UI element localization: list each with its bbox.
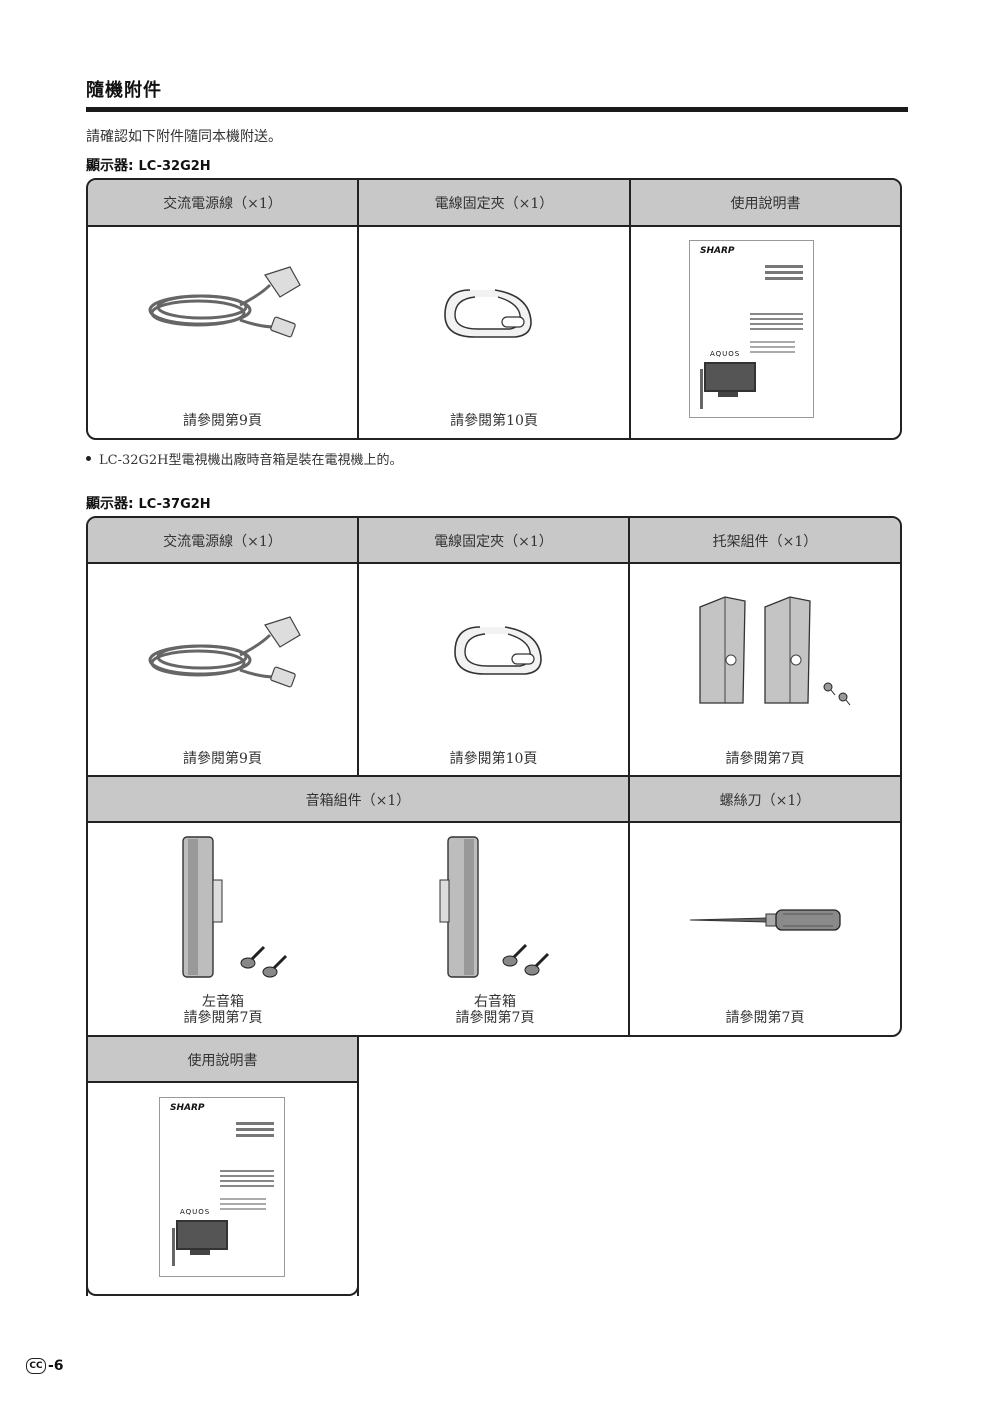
power-cord-icon [148, 616, 301, 688]
m1-header-manual: 使用說明書 [631, 180, 900, 226]
model-2-code: LC-37G2H [138, 497, 211, 512]
m2-col-divider-1 [357, 516, 359, 777]
cable-clamp-icon [454, 626, 542, 675]
m2-header-screwdriver: 螺絲刀（×1） [630, 777, 900, 822]
m2-header-speaker: 音箱組件（×1） [88, 777, 628, 822]
m1-manual-aquos: AQUOS [710, 350, 741, 358]
right-speaker-ref: 請參閱第7頁 [455, 1010, 535, 1026]
language-badge: CC [26, 1358, 46, 1374]
bracket-icon [699, 596, 851, 706]
bullet-icon [86, 456, 91, 461]
m2-row2-header-divider [86, 821, 902, 823]
model-2-label-prefix: 顯示器: [86, 496, 134, 512]
m2-row1-header-divider [86, 562, 902, 564]
m1-table-frame [86, 178, 902, 440]
m2-manual-brand: SHARP [170, 1103, 205, 1113]
left-speaker-icon [182, 836, 288, 978]
power-cord-icon [148, 266, 301, 338]
note-item: LC-32G2H型電視機出廠時音箱是裝在電視機上的。 [86, 449, 403, 468]
page-number: -6 [48, 1358, 64, 1374]
m1-ref-cable-clamp: 請參閱第10頁 [450, 413, 538, 429]
m1-header-cable-clamp: 電線固定夾（×1） [359, 180, 629, 226]
m2-manual-bottom-border [86, 1280, 359, 1296]
title-rule [86, 107, 908, 112]
m2-ref-power-cord: 請參閱第9頁 [183, 751, 262, 767]
m2-row-divider [86, 775, 902, 777]
model-1-label-prefix: 顯示器: [86, 158, 134, 174]
m1-manual-cover: SHARP AQUOS [689, 240, 814, 418]
m2-manual-header-divider [86, 1081, 359, 1083]
m1-manual-brand: SHARP [700, 246, 735, 256]
model-2-label: 顯示器: LC-37G2H [86, 493, 211, 513]
screwdriver-ref: 請參閱第7頁 [725, 1010, 805, 1026]
m2-ref-bracket: 請參閱第7頁 [725, 751, 805, 767]
page-footer: CC-6 [26, 1358, 64, 1374]
m2-ref-cable-clamp: 請參閱第10頁 [449, 751, 538, 767]
model-1-label: 顯示器: LC-32G2H [86, 155, 211, 175]
m2-header-bracket: 托架組件（×1） [630, 518, 900, 563]
m2-header-manual: 使用說明書 [88, 1037, 357, 1082]
note-text: LC-32G2H型電視機出廠時音箱是裝在電視機上的。 [99, 453, 403, 468]
m2-manual-left-border [86, 1036, 88, 1296]
m2-header-cable-clamp: 電線固定夾（×1） [359, 518, 628, 563]
m1-header-divider [86, 225, 902, 227]
right-speaker-icon [439, 836, 550, 978]
m2-col-divider-2 [628, 516, 630, 1037]
right-speaker-label: 右音箱 [474, 994, 516, 1010]
m2-manual-aquos: AQUOS [180, 1208, 211, 1216]
m2-header-power-cord: 交流電源線（×1） [88, 518, 357, 563]
m2-manual-cover: SHARP AQUOS [159, 1097, 285, 1277]
page-title: 隨機附件 [86, 80, 162, 101]
m1-header-power-cord: 交流電源線（×1） [88, 180, 357, 226]
m2-manual-right-border [357, 1036, 359, 1296]
m1-col-divider-1 [357, 178, 359, 440]
cable-clamp-icon [444, 289, 532, 338]
screwdriver-icon [689, 909, 841, 931]
model-1-code: LC-32G2H [138, 159, 211, 174]
m1-col-divider-2 [629, 178, 631, 440]
m1-ref-power-cord: 請參閱第9頁 [183, 413, 262, 429]
left-speaker-ref: 請參閱第7頁 [183, 1010, 263, 1026]
left-speaker-label: 左音箱 [202, 994, 244, 1010]
intro-text: 請確認如下附件隨同本機附送。 [86, 129, 282, 145]
